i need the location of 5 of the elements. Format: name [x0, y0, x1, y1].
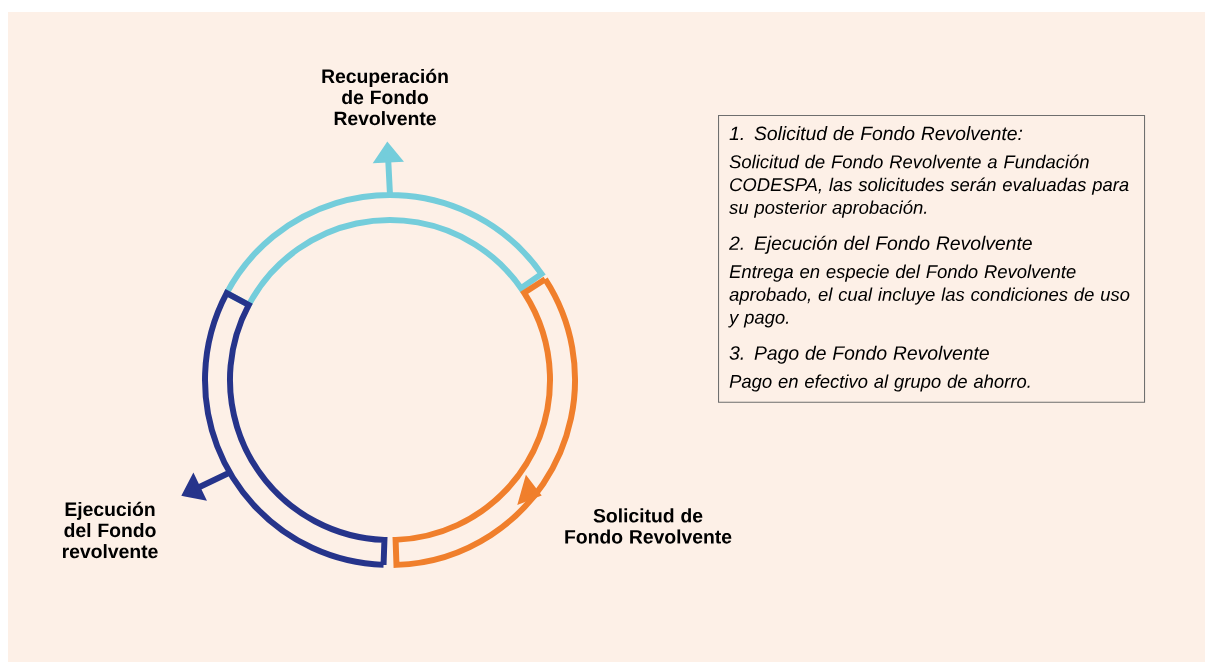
curved-arrow — [392, 276, 578, 568]
stage-label: Recuperación de Fondo Revolvente — [322, 68, 448, 126]
stage-label: Ejecución del Fondo revolvente — [62, 501, 158, 559]
stage-label: Solicitud de Fondo Revolvente — [565, 508, 732, 544]
info-box: 1. Solicitud de Fondo Revolvente: Solicitud de Fondo Revolvente a Fundación CODESPA, las solicitudes serán evaluadas para su posterior aprobación. 2. Ejecución del Fondo Revolvente Entrega en especie del Fondo Revolvente aprobado, el cual incluye las condiciones de uso y pago. 3. Pago de Fondo Revolvente Pago en efectivo al grupo de ahorro. — [718, 115, 1146, 403]
